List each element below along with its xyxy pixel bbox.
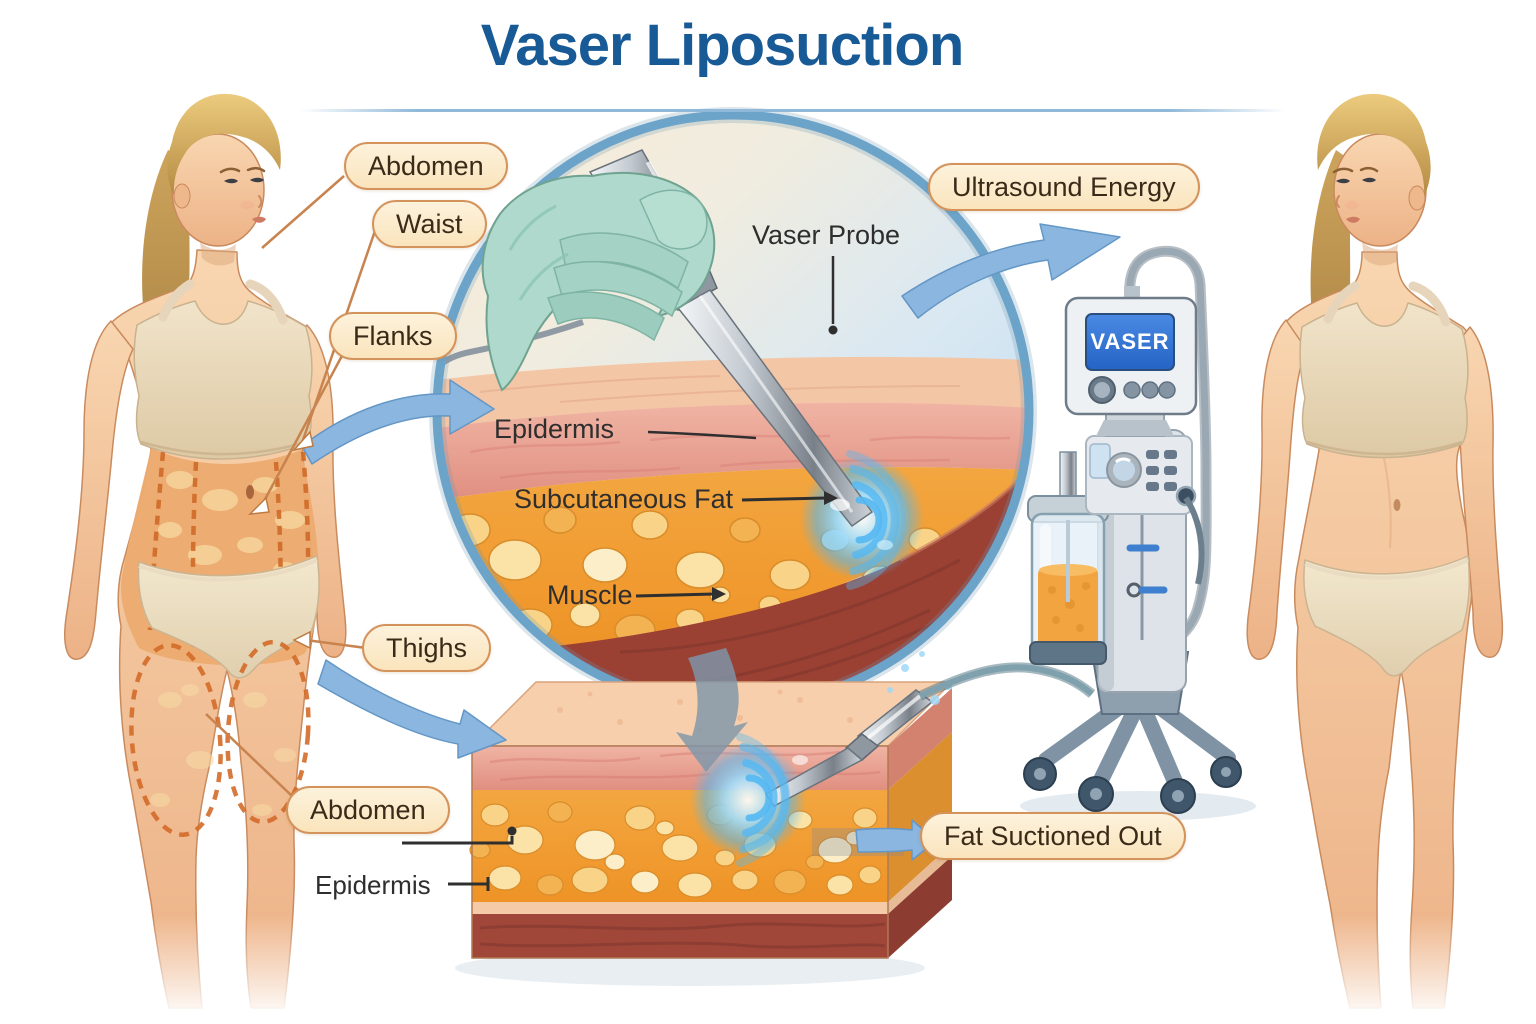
label-ultrasound-energy: Ultrasound Energy	[928, 163, 1200, 211]
probe-cable-inset	[441, 319, 584, 369]
label-fat-suctioned-out: Fat Suctioned Out	[920, 812, 1186, 860]
briefs	[1303, 555, 1471, 677]
page-title: Vaser Liposuction	[480, 13, 965, 78]
console-buttons	[1146, 450, 1177, 491]
leader-thighs	[305, 638, 367, 650]
suction-tube	[918, 664, 1094, 699]
ultrasound-waves	[736, 733, 791, 867]
leader-abdomen-to-fat	[402, 836, 514, 845]
monitor-buttons	[1123, 381, 1176, 399]
label-flanks: Flanks	[329, 312, 457, 360]
block-shadow	[455, 950, 925, 986]
label-muscle: Muscle	[547, 580, 633, 610]
briefs-waistband	[1304, 558, 1469, 580]
block-muscle-layer	[472, 914, 888, 958]
patient-before-figure	[64, 93, 347, 1009]
cart-wheels	[1023, 756, 1242, 814]
bra	[133, 300, 313, 460]
vaser-probe-block	[690, 651, 952, 867]
neck-shadow	[200, 242, 236, 266]
port-cable	[1183, 496, 1205, 585]
bra-band	[140, 440, 307, 456]
briefs-waistband	[138, 558, 318, 582]
label-vaser-probe: Vaser Probe	[752, 220, 901, 250]
bra-band	[1306, 440, 1463, 456]
machine-cable	[1126, 247, 1210, 660]
bra-strap-left	[1323, 281, 1360, 324]
label-epidermis-inset: Epidermis	[494, 414, 615, 444]
block-right-muscle	[888, 856, 952, 958]
block-right-derm	[888, 688, 952, 790]
bra	[1299, 302, 1469, 459]
console-panel	[1085, 435, 1205, 585]
monitor-top-connector	[1124, 286, 1140, 300]
block-right-pale	[888, 844, 952, 914]
leader-muscle	[635, 592, 715, 598]
flow-arrows	[301, 223, 1121, 861]
leader-epidermis-inset	[647, 430, 757, 440]
monitor-screen	[1085, 313, 1175, 371]
fade-left	[40, 915, 360, 1020]
leader-dot-fat	[507, 826, 517, 836]
face-features	[1332, 166, 1379, 223]
label-abdomen-top: Abdomen	[344, 142, 508, 190]
fat-canister	[1027, 451, 1109, 665]
ear	[1408, 185, 1426, 211]
machine-screen-label: VASER	[1090, 329, 1170, 354]
label-thighs: Thighs	[362, 624, 492, 672]
skin-cross-section-block	[469, 651, 954, 959]
ultrasound-waves	[846, 450, 906, 590]
face-features	[219, 166, 266, 223]
label-epidermis-block: Epidermis	[315, 870, 431, 900]
navel	[1393, 499, 1401, 511]
leader-flanks	[260, 351, 346, 506]
ear	[173, 183, 191, 209]
inset-epidermis-layer	[441, 402, 1025, 500]
navel	[246, 485, 254, 499]
abs-line	[1383, 457, 1392, 549]
arrow-inset-to-machine	[901, 223, 1121, 319]
left-arm	[64, 320, 134, 660]
arrow-thighs-to-block	[317, 659, 507, 759]
label-subcutaneous-fat: Subcutaneous Fat	[514, 484, 734, 514]
block-right-fat	[888, 732, 952, 902]
patient-after-figure	[1246, 93, 1504, 1009]
leader-dot-probe	[828, 325, 838, 335]
inset-skin-top-face	[441, 356, 1025, 428]
block-pale-band	[472, 902, 888, 914]
leader-subcutaneous-fat	[741, 496, 827, 502]
gloved-hand	[481, 171, 716, 392]
label-waist: Waist	[372, 200, 487, 248]
left-arm	[1246, 319, 1307, 660]
arrow-body-to-inset	[301, 379, 495, 465]
bra-strap-right	[1408, 281, 1451, 327]
vaser-machine	[1020, 245, 1256, 821]
neck-shadow	[1362, 242, 1398, 266]
title-underline	[300, 109, 1285, 112]
liposuction-markings-thighs	[129, 639, 311, 837]
bra-strap-right	[245, 279, 288, 325]
monitor-collar	[1096, 420, 1174, 436]
leader-abdomen-top	[261, 175, 345, 249]
leader-markers	[247, 430, 314, 650]
hair-cap	[167, 93, 281, 196]
arrow-inset-to-block	[676, 648, 748, 772]
hair-cap	[1317, 93, 1431, 196]
fade-right	[1240, 915, 1536, 1020]
thigh-mottling	[150, 684, 296, 816]
label-abdomen-bottom: Abdomen	[286, 786, 450, 834]
briefs	[137, 555, 320, 679]
bra-strap-left	[158, 279, 195, 322]
leader-abdomen-bottom	[205, 713, 293, 797]
